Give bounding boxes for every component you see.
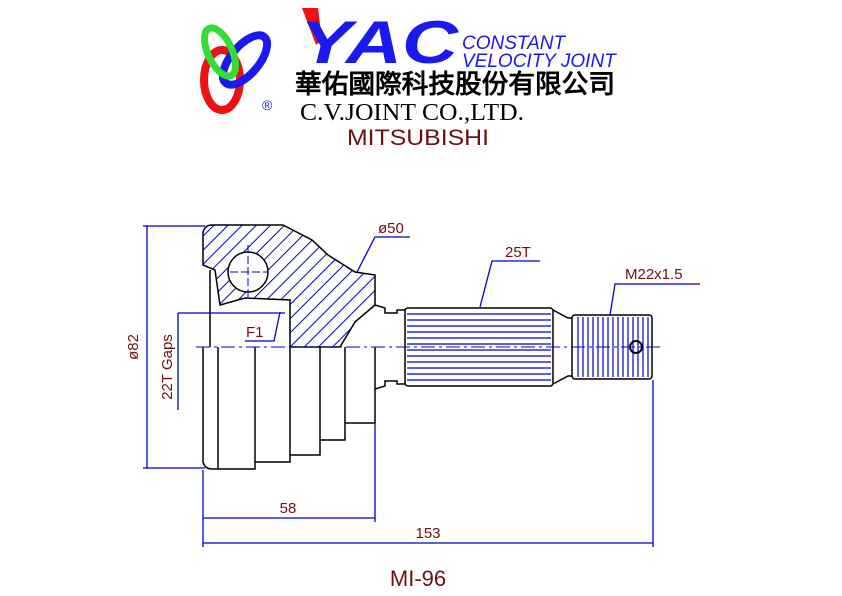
spline-lines xyxy=(407,313,551,381)
brand-logo-text: YAC xyxy=(300,9,460,76)
thread-lines xyxy=(577,317,649,377)
bell-section-hatched xyxy=(202,224,376,348)
part-number: MI-96 xyxy=(390,566,446,591)
bell-length-label: 58 xyxy=(280,500,297,517)
company-name-english: C.V.JOINT CO.,LTD. xyxy=(300,100,524,126)
shaft-taper xyxy=(552,309,572,385)
registered-mark: ® xyxy=(262,97,273,113)
dimension-lines xyxy=(143,225,700,547)
company-name-chinese: 華佑國際科技股份有限公司 xyxy=(295,70,615,100)
company-logo: YAC xyxy=(200,8,460,114)
total-length-label: 153 xyxy=(415,525,440,542)
vehicle-make: MITSUBISHI xyxy=(347,125,489,150)
abs-gaps-label: 22T Gaps xyxy=(159,334,176,400)
seal-diameter-label: ø50 xyxy=(378,220,404,237)
spline-teeth-label: 25T xyxy=(505,244,531,261)
logo-green-ring xyxy=(201,24,239,80)
tagline-line1: CONSTANT xyxy=(462,33,566,54)
face-label: F1 xyxy=(246,324,264,341)
shaft-neck xyxy=(374,304,405,390)
logo-red-stroke xyxy=(302,8,322,45)
outer-diameter-label: ø82 xyxy=(125,334,142,360)
bell-lower-body xyxy=(202,347,376,470)
tagline-line2: VELOCITY JOINT xyxy=(462,51,617,72)
thread-label: M22x1.5 xyxy=(625,266,683,283)
